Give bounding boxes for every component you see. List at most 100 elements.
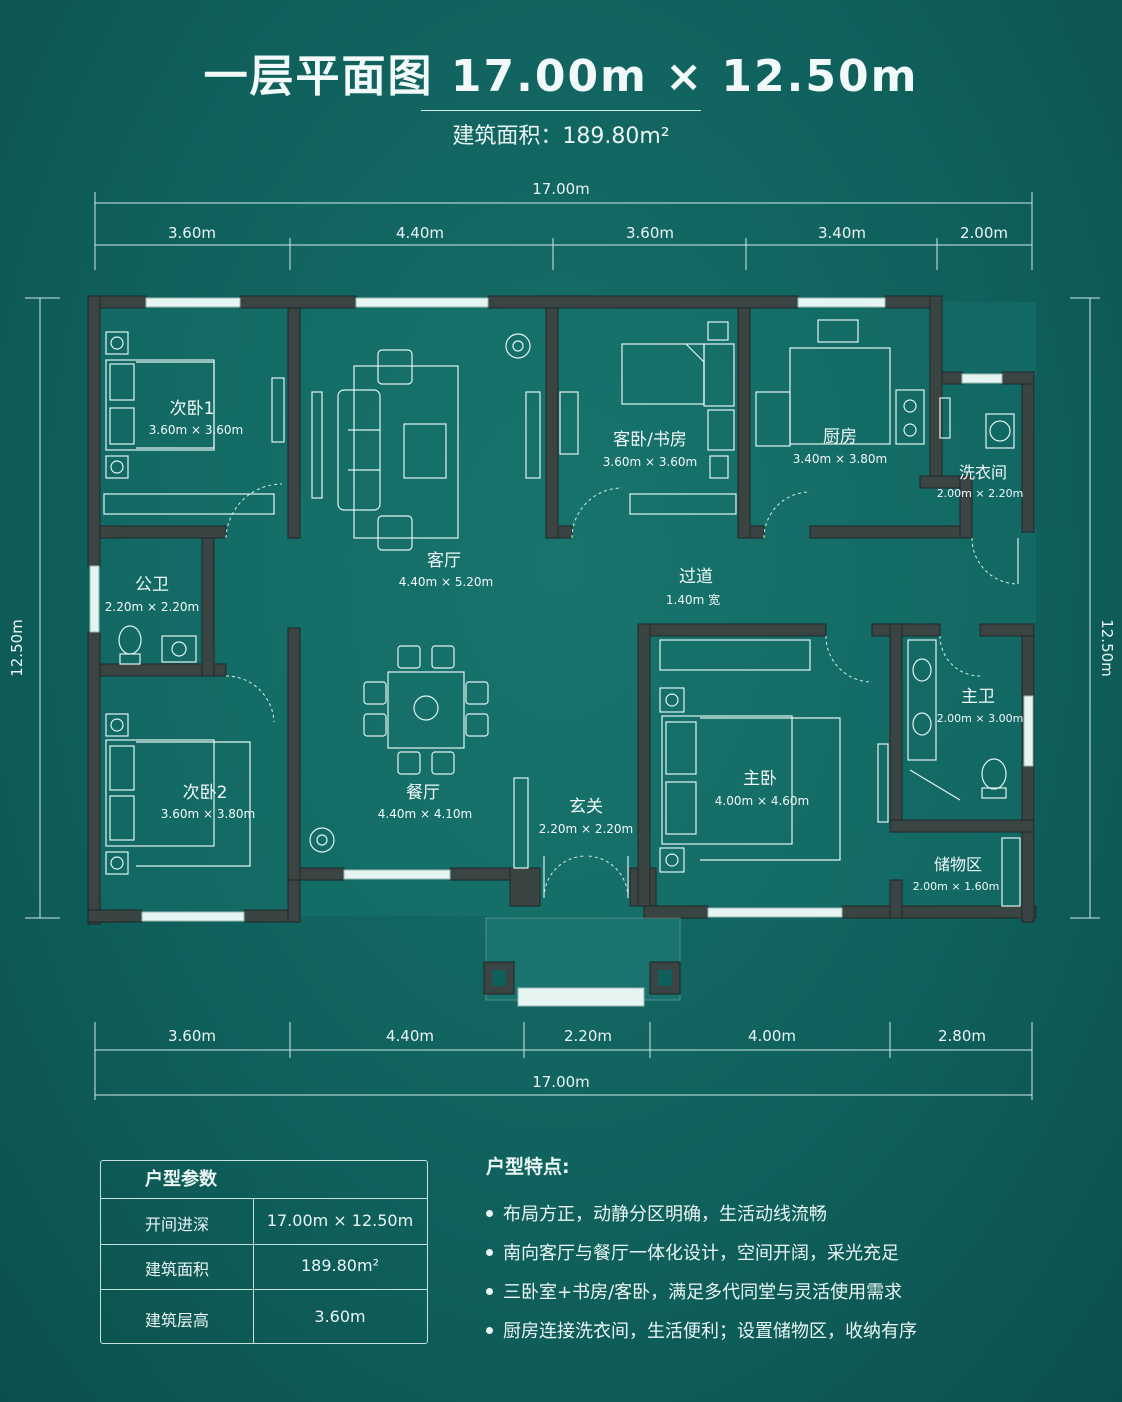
entrance-porch [483, 917, 681, 1007]
wardrobe-icon [103, 493, 275, 515]
dim-right: 12.50m [1098, 619, 1116, 677]
param-key: 建筑面积 [144, 1260, 209, 1279]
feature-text: 南向客厅与餐厅一体化设计，空间开阔，采光充足 [503, 1243, 899, 1264]
dim-left: 12.50m [8, 619, 26, 677]
room-size: 4.40m × 4.10m [378, 807, 473, 821]
room-size: 3.60m × 3.60m [603, 455, 698, 469]
dim-bottom-seg: 3.60m [168, 1027, 216, 1045]
room-name: 餐厅 [406, 783, 440, 803]
bed-icon-4 [661, 715, 793, 845]
params-table-header: 户型参数 [101, 1161, 427, 1199]
plant-icon-2 [309, 827, 335, 853]
params-table: 户型参数 开间进深 17.00m × 12.50m 建筑面积 189.80m² … [100, 1160, 428, 1344]
list-item: 厨房连接洗衣间，生活便利；设置储物区，收纳有序 [486, 1312, 1086, 1351]
room-size: 3.60m × 3.80m [161, 807, 256, 821]
param-key: 建筑层高 [144, 1311, 209, 1330]
room-name: 公卫 [135, 575, 169, 595]
room-name: 过道 [679, 567, 713, 587]
bullet-icon [486, 1209, 493, 1217]
basin-icon [161, 635, 197, 663]
dim-top-seg: 3.60m [168, 224, 216, 242]
sofa-icon [337, 389, 381, 511]
room-size: 4.40m × 5.20m [399, 575, 494, 589]
furniture [103, 319, 1021, 907]
nightstand-icon [105, 331, 129, 355]
dim-bottom-seg: 2.20m [564, 1027, 612, 1045]
feature-text: 厨房连接洗衣间，生活便利；设置储物区，收纳有序 [503, 1321, 917, 1342]
param-key: 开间进深 [144, 1215, 209, 1234]
room-name: 客厅 [427, 551, 461, 571]
table-divider [253, 1199, 254, 1343]
dim-top-total: 17.00m [532, 180, 590, 198]
list-item: 三卧室+书房/客卧，满足多代同堂与灵活使用需求 [486, 1273, 1086, 1312]
room-size: 2.20m × 2.20m [539, 822, 634, 836]
doors [225, 483, 1019, 899]
room-size: 4.00m × 4.60m [715, 794, 810, 808]
param-value: 189.80m² [301, 1256, 379, 1275]
wardrobe-icon-2 [629, 493, 737, 515]
dim-top-seg: 3.40m [818, 224, 866, 242]
vanity-icon [907, 639, 937, 761]
dimension-lines [25, 192, 1100, 1100]
windows [89, 297, 1034, 922]
dim-bottom-seg: 4.00m [748, 1027, 796, 1045]
room-labels: 次卧1 3.60m × 3.60m 客厅 4.40m × 5.20m 客卧/书房… [105, 399, 1024, 893]
room-size: 2.20m × 2.20m [105, 600, 200, 614]
sink-icon [817, 319, 859, 343]
dim-bottom-total: 17.00m [532, 1073, 590, 1091]
rug-icon [353, 365, 459, 539]
shoe-cabinet-icon [513, 777, 529, 869]
list-item: 南向客厅与餐厅一体化设计，空间开阔，采光充足 [486, 1234, 1086, 1273]
dim-top-seg: 4.40m [396, 224, 444, 242]
room-name: 主卧 [743, 769, 777, 789]
dim-top-seg: 2.00m [960, 224, 1008, 242]
coffee-table-icon [403, 423, 447, 479]
bullet-icon [486, 1287, 493, 1295]
room-name: 洗衣间 [959, 463, 1007, 482]
room-size: 1.40m 宽 [666, 592, 720, 607]
room-size: 2.00m × 1.60m [913, 880, 1000, 893]
washer-icon [985, 413, 1015, 449]
room-name: 主卫 [961, 687, 995, 707]
tv-icon [525, 391, 541, 479]
feature-text: 三卧室+书房/客卧，满足多代同堂与灵活使用需求 [503, 1282, 903, 1303]
stove-icon [895, 389, 925, 445]
door-leaves [543, 538, 1019, 898]
bullet-icon [486, 1248, 493, 1256]
room-size: 2.00m × 3.00m [937, 712, 1024, 725]
dimension-labels: 17.00m 3.60m 4.40m 3.60m 3.40m 2.00m 3.6… [8, 180, 1116, 1091]
room-name: 次卧2 [183, 783, 228, 803]
room-size: 3.40m × 3.80m [793, 452, 888, 466]
room-name: 次卧1 [170, 399, 215, 419]
page-subtitle: 建筑面积：189.80m² [452, 124, 670, 149]
bed-icon-3 [105, 739, 215, 847]
storage-shelf-icon [1001, 837, 1021, 907]
room-size: 2.00m × 2.20m [937, 487, 1024, 500]
features-list: 户型特点: 布局方正，动静分区明确，生活动线流畅 南向客厅与餐厅一体化设计，空间… [486, 1152, 1086, 1351]
bullet-icon [486, 1326, 493, 1334]
title-divider [421, 110, 701, 111]
toilet-icon-2 [981, 758, 1007, 790]
dim-top-seg: 3.60m [626, 224, 674, 242]
table-divider [101, 1289, 427, 1290]
dim-bottom-seg: 4.40m [386, 1027, 434, 1045]
features-header: 户型特点: [486, 1156, 570, 1178]
plant-icon [505, 333, 531, 359]
feature-text: 布局方正，动静分区明确，生活动线流畅 [503, 1204, 827, 1225]
walls [87, 295, 1037, 925]
list-item: 布局方正，动静分区明确，生活动线流畅 [486, 1195, 1086, 1234]
param-value: 17.00m × 12.50m [266, 1211, 414, 1230]
room-size: 3.60m × 3.60m [149, 423, 244, 437]
floor-area [94, 302, 1036, 916]
room-name: 厨房 [823, 427, 857, 447]
table-divider [101, 1244, 427, 1245]
wardrobe-icon-3 [659, 639, 811, 671]
room-name: 玄关 [569, 797, 603, 817]
dining-table-icon [387, 671, 465, 749]
page-title: 一层平面图 17.00m × 12.50m [203, 51, 919, 102]
room-name: 储物区 [934, 855, 982, 874]
room-name: 客卧/书房 [613, 430, 687, 450]
param-value: 3.60m [314, 1307, 366, 1326]
dim-bottom-seg: 2.80m [938, 1027, 986, 1045]
